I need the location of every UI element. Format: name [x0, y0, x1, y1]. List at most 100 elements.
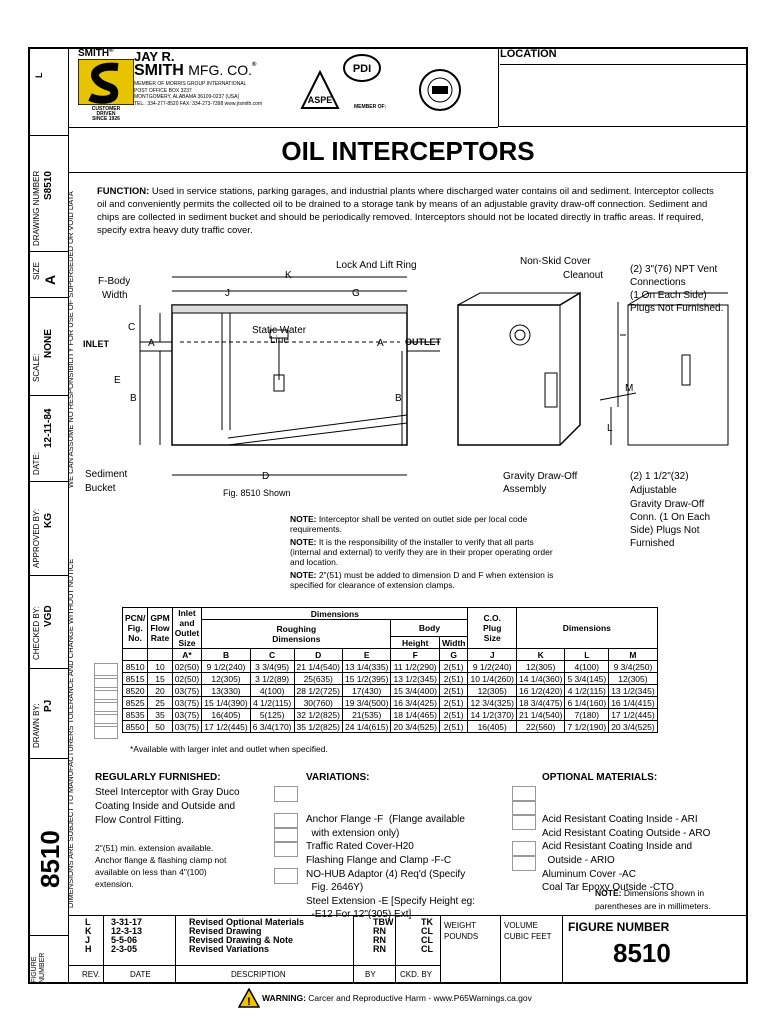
table-cell: 8550	[121, 720, 149, 733]
row-checkbox[interactable]	[94, 723, 118, 739]
figure-number-label: FIGURE NUMBER	[568, 920, 670, 934]
table-cell: 10	[147, 660, 173, 673]
vent-line-1: (2) 3"(76) NPT Vent	[630, 264, 718, 275]
title-block-sidebar	[28, 47, 69, 984]
table-cell: 12(305)	[515, 660, 566, 673]
revision-cell: TK	[421, 917, 433, 927]
revision-cell: CL	[421, 944, 433, 954]
seal-logo-icon	[419, 69, 461, 111]
optional-checkbox[interactable]	[512, 841, 536, 857]
smith-logo-icon	[78, 59, 134, 105]
table-cell: 14 1/2(370)	[467, 708, 517, 721]
revision-cell: K	[85, 926, 92, 936]
revision-cell: L	[85, 917, 91, 927]
approved-value: KG	[43, 513, 54, 528]
divider	[28, 395, 68, 396]
sidebar-rev-letter: L	[34, 72, 44, 79]
optional-checkbox[interactable]	[512, 800, 536, 816]
revision-cell: TBW	[373, 917, 394, 927]
row-checkbox[interactable]	[94, 663, 118, 679]
drawing-frame	[28, 47, 748, 984]
vent-line-2: Connections	[630, 277, 686, 288]
revision-cell: 3-31-17	[111, 917, 143, 927]
table-cell: 25(635)	[293, 672, 343, 685]
svg-text:PDI: PDI	[353, 63, 371, 75]
variation-checkbox[interactable]	[274, 813, 298, 829]
interceptor-diagram: F-Body Width K J G C A A E B B D M L Loc…	[83, 256, 729, 498]
variation-checkbox[interactable]	[274, 827, 298, 843]
table-cell: 35	[147, 708, 173, 721]
table-cell: 8510	[121, 660, 149, 673]
table-cell: 2(51)	[438, 720, 469, 733]
row-checkbox[interactable]	[94, 699, 118, 715]
table-cell: 11 1/2(290)	[390, 660, 440, 673]
table-cell: 18 1/4(465)	[390, 708, 440, 721]
variation-checkbox[interactable]	[274, 786, 298, 802]
company-name-line1: JAY R.	[134, 49, 175, 64]
revision-cell: J	[85, 935, 91, 945]
optional-checkbox[interactable]	[512, 855, 536, 871]
table-cell: 8520	[121, 684, 149, 697]
table-cell: 24 1/4(615)	[341, 720, 392, 733]
table-cell: 02(50)	[171, 672, 203, 685]
table-cell: 4 1/2(115)	[249, 696, 295, 709]
figure-number: 8510	[613, 938, 671, 968]
f-body-label: F-Body	[98, 276, 130, 287]
inlet-label: INLET	[83, 339, 110, 349]
bucket-label: Bucket	[85, 483, 116, 494]
vent-line-3: (1 On Each Side)	[630, 290, 707, 301]
scale-value: NONE	[43, 329, 54, 358]
revision-cell: RN	[373, 935, 386, 945]
table-cell: 8525	[121, 696, 149, 709]
table-cell: 21 1/4(540)	[515, 708, 566, 721]
table-cell: 12(305)	[467, 684, 517, 697]
row-checkbox[interactable]	[94, 687, 118, 703]
row-checkbox[interactable]	[94, 675, 118, 691]
outlet-label: OUTLET	[405, 337, 441, 347]
table-cell: 17 1/2(445)	[201, 720, 251, 733]
static-water-label: Static Water	[252, 325, 307, 336]
cleanout-label: Cleanout	[563, 270, 603, 281]
rev-col-line	[103, 915, 104, 984]
table-cell: 5 3/4(145)	[564, 672, 610, 685]
drawing-number-label: DRAWING NUMBER	[32, 170, 41, 246]
table-cell: 10 1/4(260)	[467, 672, 517, 685]
variation-checkbox[interactable]	[274, 868, 298, 884]
table-cell: 12(305)	[608, 672, 658, 685]
checked-value: VGD	[43, 605, 54, 627]
sediment-label: Sediment	[85, 469, 127, 480]
svg-text:ASPE: ASPE	[308, 95, 333, 105]
table-cell: 15 3/4(400)	[390, 684, 440, 697]
table-cell: 13 1/2(345)	[608, 684, 658, 697]
optional-checkbox[interactable]	[512, 786, 536, 802]
vent-line-4: Plugs Not Furnished.	[630, 303, 723, 314]
divider	[28, 575, 68, 576]
line-label: Line	[270, 335, 289, 346]
variation-checkbox[interactable]	[274, 841, 298, 857]
dim-e: E	[114, 375, 121, 386]
brand-name: SMITH®	[78, 48, 114, 59]
optional-title: OPTIONAL MATERIALS:	[542, 772, 658, 783]
warning-icon: !	[238, 988, 260, 1008]
table-cell: 15 1/2(395)	[341, 672, 392, 685]
variations-title: VARIATIONS:	[306, 772, 370, 783]
table-cell: 25	[147, 696, 173, 709]
dim-m: M	[625, 383, 633, 394]
divider	[28, 135, 68, 136]
table-cell: 18 3/4(475)	[515, 696, 566, 709]
row-checkbox[interactable]	[94, 711, 118, 727]
table-cell: 13 1/2(345)	[390, 672, 440, 685]
table-cell: 6 3/4(170)	[249, 720, 295, 733]
divider	[28, 935, 68, 936]
optional-checkbox[interactable]	[512, 814, 536, 830]
mm-note: NOTE: Dimensions shown in parentheses ar…	[595, 888, 711, 911]
table-cell: 17 1/2(445)	[608, 708, 658, 721]
dim-g: G	[352, 288, 360, 299]
superseded-note: WE CAN ASSUME NO RESPONSIBILITY FOR USE …	[66, 191, 75, 488]
revision-cell: CL	[421, 926, 433, 936]
